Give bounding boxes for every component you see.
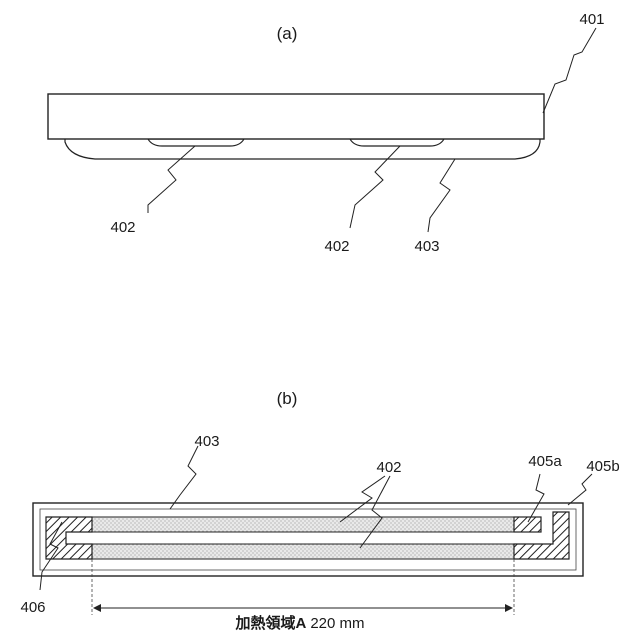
label-405b: 405b <box>586 458 619 475</box>
coating-layer-403 <box>65 138 540 159</box>
label-406: 406 <box>20 599 45 616</box>
leader-401 <box>543 28 596 113</box>
leader-405b <box>568 474 592 505</box>
figure-b: (b) 403 402 405a 405b 406 加熱領域A220 mm <box>20 389 619 632</box>
heater-402-right <box>350 139 444 146</box>
leader-403-b <box>170 446 198 509</box>
heater-strip-402-bottom <box>92 544 514 559</box>
figure-b-title: (b) <box>277 389 298 408</box>
substrate-401 <box>48 94 544 139</box>
figure-a: (a) 401 402 402 403 <box>48 11 605 255</box>
heater-strip-402-top <box>92 517 514 532</box>
label-403: 403 <box>414 238 439 255</box>
label-402-right: 402 <box>324 238 349 255</box>
leader-403 <box>428 159 455 232</box>
dimension-label: 加熱領域A220 mm <box>234 614 364 632</box>
substrate-outline <box>33 503 583 576</box>
label-402-left: 402 <box>110 219 135 236</box>
dimension-value: 220 mm <box>310 615 364 632</box>
figure-a-title: (a) <box>277 24 298 43</box>
label-403-b: 403 <box>194 433 219 450</box>
dimension-name: 加熱領域A <box>234 614 306 632</box>
heater-402-left <box>148 139 244 146</box>
label-405a: 405a <box>528 453 562 470</box>
label-401: 401 <box>579 11 604 28</box>
electrode-405a <box>514 517 541 532</box>
label-402-b: 402 <box>376 459 401 476</box>
